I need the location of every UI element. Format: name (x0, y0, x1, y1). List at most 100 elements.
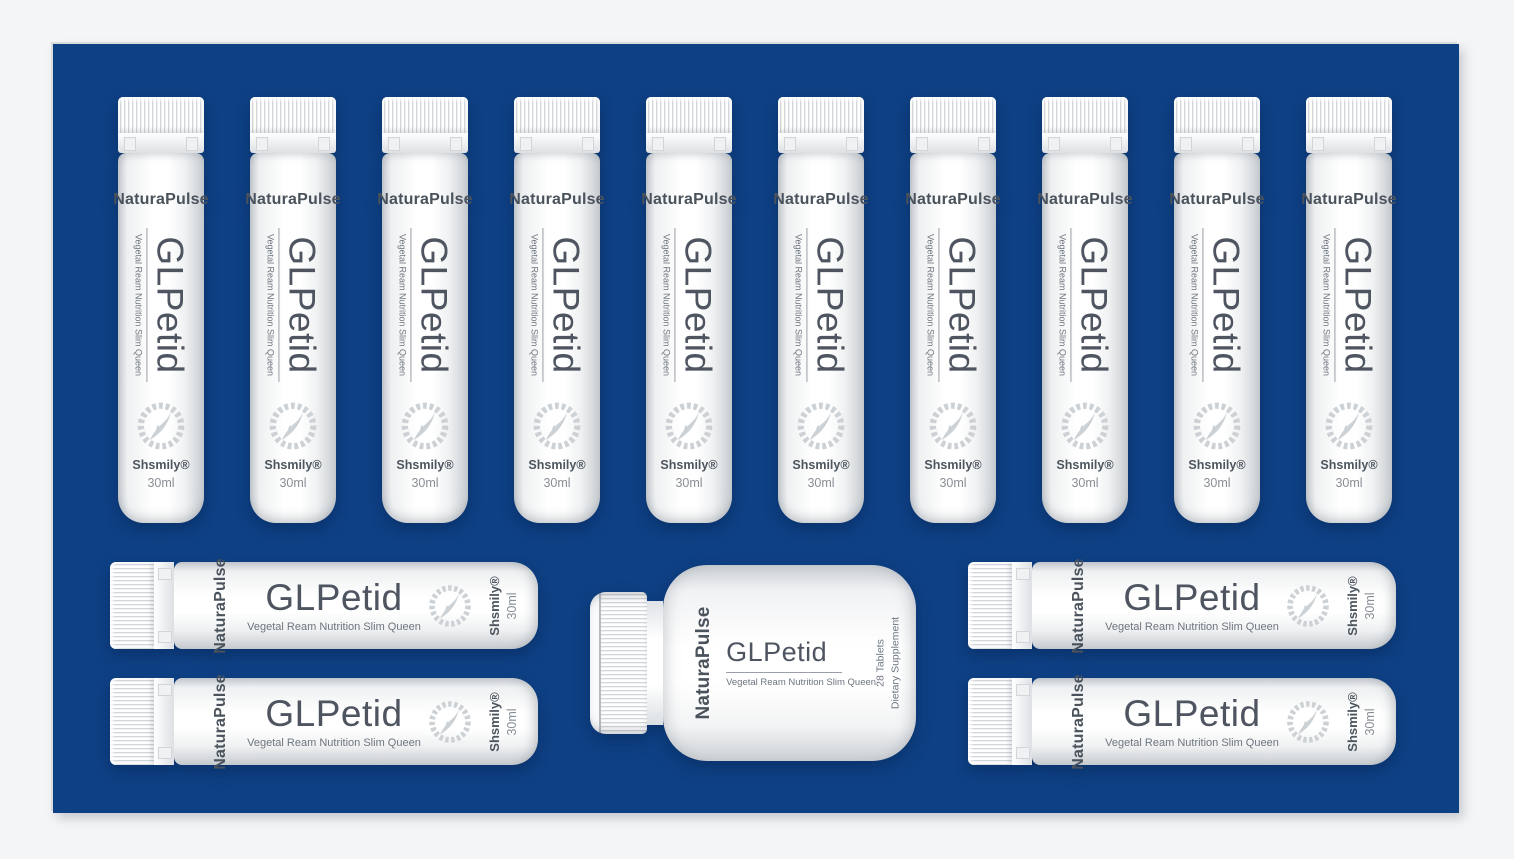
product-subtitle: Vegetal Ream Nutrition Slim Queen (247, 620, 421, 633)
vial-cap (646, 97, 732, 153)
cap-ribs (382, 97, 468, 133)
product-subtitle: Vegetal Ream Nutrition Slim Queen (265, 233, 276, 377)
rotated-brand-block: NaturaPulse (200, 558, 242, 654)
product-subtitle: Vegetal Ream Nutrition Slim Queen (1105, 620, 1279, 633)
vial-body: NaturaPulse GLPetid Vegetal Ream Nutriti… (174, 674, 538, 769)
cap-ribs (110, 562, 154, 649)
product-name: GLPetid (726, 637, 828, 668)
rotated-title-block: GLPetid Vegetal Ream Nutrition Slim Quee… (514, 219, 600, 391)
product-name: GLPetid (265, 692, 403, 734)
volume-label: 30ml (279, 476, 307, 490)
title-rule (278, 228, 280, 382)
maker-name: Shsmily® (528, 458, 586, 472)
maker-name: Shsmily® (792, 458, 850, 472)
dna-wreath-emblem-icon (665, 402, 713, 450)
product-subtitle: Vegetal Ream Nutrition Slim Queen (247, 736, 421, 749)
upright-vial: NaturaPulse GLPetid Vegetal Ream Nutriti… (905, 97, 1001, 523)
rotated-brand-block: NaturaPulse (1058, 558, 1100, 654)
bottle-neck (647, 601, 663, 725)
rotated-title-block: GLPetid Vegetal Ream Nutrition Slim Quee… (382, 219, 468, 391)
cap-rim (1306, 133, 1392, 153)
bottle-cap (590, 592, 647, 734)
upright-vial: NaturaPulse GLPetid Vegetal Ream Nutriti… (1301, 97, 1397, 523)
vial-cap (118, 97, 204, 153)
maker-name: Shsmily® (1320, 458, 1378, 472)
maker-name: Shsmily® (486, 691, 502, 752)
volume-label: 30ml (675, 476, 703, 490)
product-subtitle: Vegetal Ream Nutrition Slim Queen (397, 233, 408, 377)
maker-name: Shsmily® (132, 458, 190, 472)
dna-wreath-emblem-icon (401, 402, 449, 450)
brand-name: NaturaPulse (1301, 191, 1397, 208)
product-name: GLPetid (1123, 692, 1261, 734)
vial-cap (1042, 97, 1128, 153)
upright-vial: NaturaPulse GLPetid Vegetal Ream Nutriti… (1037, 97, 1133, 523)
cap-rim (514, 133, 600, 153)
vial-cap (1174, 97, 1260, 153)
volume-label: 30ml (411, 476, 439, 490)
cap-ribs (110, 678, 154, 765)
dna-wreath-emblem-icon (429, 700, 471, 743)
cap-ribs (1042, 97, 1128, 133)
maker-name: Shsmily® (1344, 575, 1360, 636)
upright-vial: NaturaPulse GLPetid Vegetal Ream Nutriti… (245, 97, 341, 523)
vial-body: NaturaPulse GLPetid Vegetal Ream Nutriti… (113, 153, 209, 523)
cap-ribs (968, 562, 1012, 649)
volume-label: 30ml (1362, 591, 1377, 620)
cap-rim (1174, 133, 1260, 153)
cap-rim (382, 133, 468, 153)
rotated-maker-block: Shsmily® 30ml (1338, 678, 1384, 765)
vial-body: NaturaPulse GLPetid Vegetal Ream Nutriti… (1032, 674, 1396, 769)
rotated-title-block: GLPetid Vegetal Ream Nutrition Slim Quee… (118, 219, 204, 391)
rotated-title-block: GLPetid Vegetal Ream Nutrition Slim Quee… (250, 219, 336, 391)
dna-wreath-emblem-icon (797, 402, 845, 450)
vial-cap (910, 97, 996, 153)
product-name: GLPetid (941, 236, 983, 374)
dna-wreath-emblem-icon (929, 402, 977, 450)
vial-body: NaturaPulse GLPetid Vegetal Ream Nutriti… (1169, 153, 1265, 523)
product-name: GLPetid (1337, 236, 1379, 374)
cap-ribs (910, 97, 996, 133)
product-subtitle: Vegetal Ream Nutrition Slim Queen (925, 233, 936, 377)
product-subtitle: Vegetal Ream Nutrition Slim Queen (1057, 233, 1068, 377)
dna-wreath-emblem-icon (1061, 402, 1109, 450)
bottle-body: NaturaPulse GLPetid Vegetal Ream Nutriti… (663, 565, 916, 761)
product-subtitle: Vegetal Ream Nutrition Slim Queen (1189, 233, 1200, 377)
vial-cap (778, 97, 864, 153)
vial-body: NaturaPulse GLPetid Vegetal Ream Nutriti… (377, 153, 473, 523)
rotated-title-block: GLPetid Vegetal Ream Nutrition Slim Quee… (1174, 219, 1260, 391)
tablets-count: 28 Tablets (874, 639, 887, 687)
product-name: GLPetid (1205, 236, 1247, 374)
cap-rim (250, 133, 336, 153)
cap-ribs (646, 97, 732, 133)
brand-name: NaturaPulse (1070, 673, 1087, 770)
product-subtitle: Vegetal Ream Nutrition Slim Queen (726, 676, 877, 688)
title-block: GLPetid Vegetal Ream Nutrition Slim Quee… (714, 637, 877, 688)
product-name: GLPetid (809, 236, 851, 374)
brand-name: NaturaPulse (905, 191, 1001, 208)
brand-name: NaturaPulse (1070, 557, 1087, 654)
lying-vial: NaturaPulse GLPetid Vegetal Ream Nutriti… (968, 558, 1396, 654)
blue-backdrop-panel: NaturaPulse GLPetid Vegetal Ream Nutriti… (53, 44, 1459, 813)
vial-cap (382, 97, 468, 153)
volume-label: 30ml (1362, 707, 1377, 736)
cap-ribs (968, 678, 1012, 765)
vial-cap (1306, 97, 1392, 153)
title-rule (674, 228, 676, 382)
dna-wreath-emblem-icon (1325, 402, 1373, 450)
dna-wreath-emblem-icon (269, 402, 317, 450)
rotated-title-block: GLPetid Vegetal Ream Nutrition Slim Quee… (1042, 219, 1128, 391)
cap-rim (778, 133, 864, 153)
rotated-maker-block: Shsmily® 30ml (480, 562, 526, 649)
title-rule (806, 228, 808, 382)
tablet-bottle: NaturaPulse GLPetid Vegetal Ream Nutriti… (590, 565, 916, 761)
cap-ribs (1174, 97, 1260, 133)
vial-body: NaturaPulse GLPetid Vegetal Ream Nutriti… (1037, 153, 1133, 523)
volume-label: 30ml (1071, 476, 1099, 490)
brand-name: NaturaPulse (377, 191, 473, 208)
cap-ribs (778, 97, 864, 133)
title-block: GLPetid Vegetal Ream Nutrition Slim Quee… (242, 579, 426, 633)
maker-name: Shsmily® (264, 458, 322, 472)
rotated-title-block: GLPetid Vegetal Ream Nutrition Slim Quee… (778, 219, 864, 391)
title-rule (938, 228, 940, 382)
